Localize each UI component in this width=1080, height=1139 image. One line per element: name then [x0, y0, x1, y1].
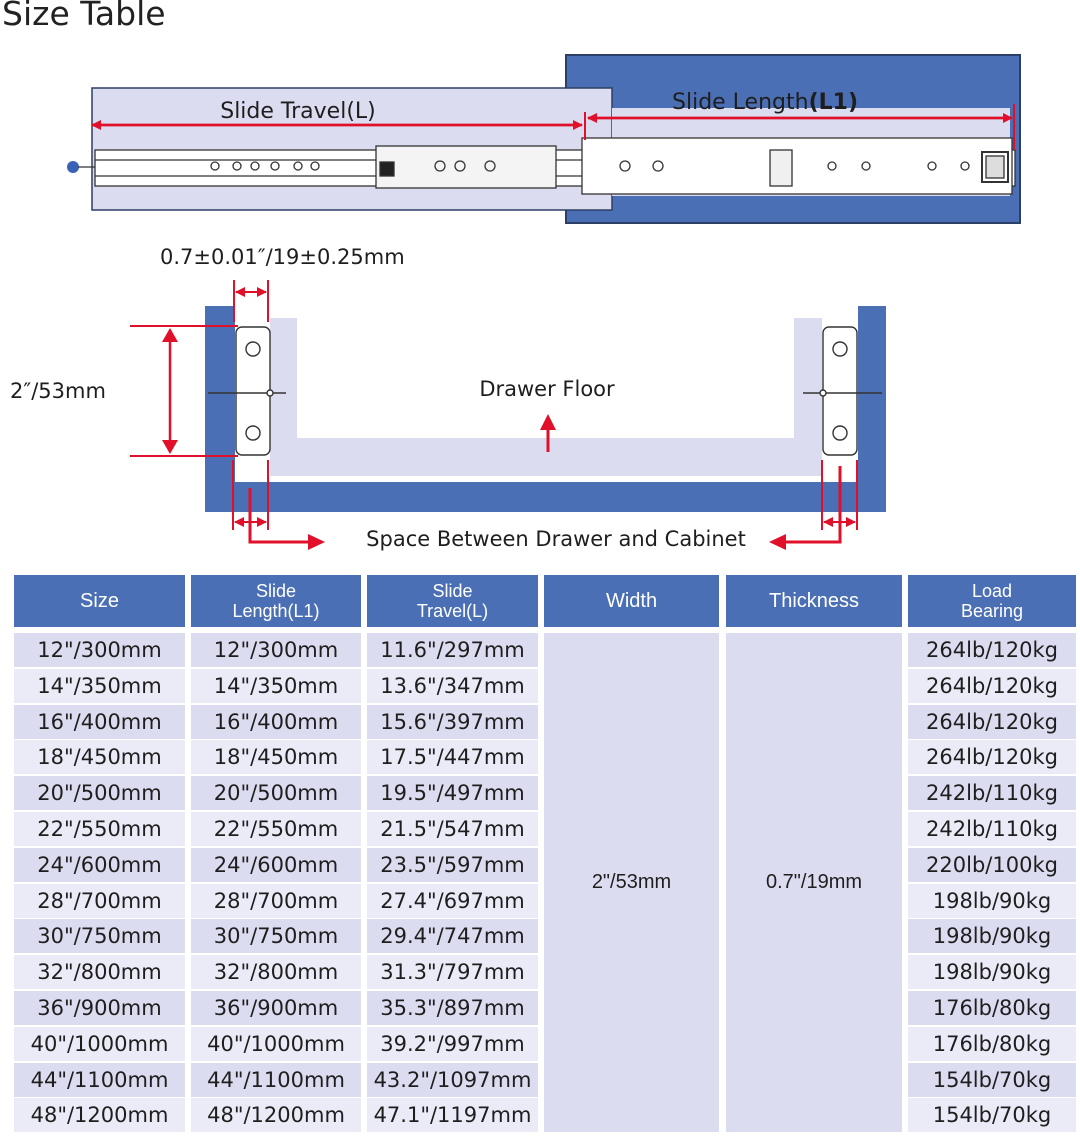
slide-length-cell: 24"/600mm — [191, 847, 361, 882]
height-label: 2″/53mm — [10, 379, 106, 403]
slide-travel-cell: 15.6"/397mm — [367, 704, 538, 739]
load-bearing-cell: 264lb/120kg — [908, 704, 1076, 739]
size-cell: 16"/400mm — [14, 704, 185, 739]
slide-travel-cell: 39.2"/997mm — [367, 1026, 538, 1061]
load-bearing-cell: 198lb/90kg — [908, 883, 1076, 918]
slide-travel-label: Slide Travel(L) — [220, 99, 376, 124]
left-gap-dimension — [232, 460, 325, 550]
left-slide-profile — [208, 326, 286, 456]
slide-rail — [94, 137, 1016, 195]
header-thickness: Thickness — [726, 575, 902, 627]
header-label: Slide — [432, 581, 473, 601]
space-label: Space Between Drawer and Cabinet — [366, 527, 746, 551]
size-cell: 24"/600mm — [14, 847, 185, 882]
height-dimension — [130, 325, 238, 457]
slide-travel-cell: 17.5"/447mm — [367, 740, 538, 775]
thickness-label: 0.7±0.01″/19±0.25mm — [160, 245, 405, 269]
size-cell: 30"/750mm — [14, 919, 185, 954]
load-bearing-cell: 154lb/70kg — [908, 1098, 1076, 1133]
slide-length-cell: 22"/550mm — [191, 812, 361, 846]
cabinet-cross-section — [205, 306, 886, 512]
right-slide-profile — [803, 326, 882, 456]
slide-length-cell: 14"/350mm — [191, 668, 361, 703]
size-cell: 32"/800mm — [14, 955, 185, 990]
load-bearing-cell: 198lb/90kg — [908, 955, 1076, 990]
header-label: Slide — [255, 581, 297, 601]
slide-travel-cell: 21.5"/547mm — [367, 812, 538, 846]
slide-length-cell: 12"/300mm — [191, 633, 361, 667]
size-cell: 28"/700mm — [14, 883, 185, 918]
slide-length-cell: 16"/400mm — [191, 704, 361, 739]
header-label: Travel(L) — [416, 601, 489, 621]
slide-length-cell: 30"/750mm — [191, 919, 361, 954]
slide-travel-cell: 19.5"/497mm — [367, 776, 538, 811]
header-width: Width — [544, 575, 719, 627]
slide-travel-cell: 27.4"/697mm — [367, 883, 538, 918]
slide-length-cell: 44"/1100mm — [191, 1062, 361, 1097]
slide-length-label: Slide Length(L1) — [672, 90, 858, 115]
header-label: Thickness — [768, 589, 860, 612]
slide-end-cap — [67, 161, 79, 173]
page-title: Size Table — [2, 0, 166, 33]
load-bearing-cell: 154lb/70kg — [908, 1062, 1076, 1097]
size-cell: 22"/550mm — [14, 812, 185, 846]
size-cell: 14"/350mm — [14, 668, 185, 703]
load-bearing-cell: 176lb/80kg — [908, 1026, 1076, 1061]
thickness-merged-cell: 0.7"/19mm — [726, 633, 902, 1133]
slide-length-cell: 18"/450mm — [191, 740, 361, 775]
size-cell: 40"/1000mm — [14, 1026, 185, 1061]
header-label: Size — [80, 589, 119, 612]
header-label: Load — [971, 581, 1013, 601]
size-cell: 36"/900mm — [14, 991, 185, 1025]
header-label: Length(L1) — [232, 601, 320, 621]
slide-travel-dimension — [91, 112, 586, 140]
load-bearing-cell: 264lb/120kg — [908, 633, 1076, 667]
size-cell: 44"/1100mm — [14, 1062, 185, 1097]
load-bearing-cell: 264lb/120kg — [908, 740, 1076, 775]
size-cell: 48"/1200mm — [14, 1098, 185, 1133]
slide-length-cell: 40"/1000mm — [191, 1026, 361, 1061]
drawer-floor-arrow — [540, 414, 556, 452]
thickness-dimension — [233, 280, 269, 322]
slide-travel-cell: 11.6"/297mm — [367, 633, 538, 667]
slide-travel-cell: 31.3"/797mm — [367, 955, 538, 990]
load-bearing-cell: 264lb/120kg — [908, 668, 1076, 703]
size-cell: 20"/500mm — [14, 776, 185, 811]
load-bearing-cell: 176lb/80kg — [908, 991, 1076, 1025]
slide-travel-cell: 13.6"/347mm — [367, 668, 538, 703]
header-label: Bearing — [960, 601, 1024, 621]
drawer-floor-label: Drawer Floor — [479, 377, 615, 401]
right-gap-dimension — [769, 460, 858, 550]
size-cell: 18"/450mm — [14, 740, 185, 775]
slide-length-dimension — [587, 104, 1015, 150]
slide-diagram: Slide Travel(L) Slide Length(L1) 0.7±0.0… — [10, 54, 1021, 551]
slide-holes — [210, 160, 970, 172]
load-bearing-cell: 220lb/100kg — [908, 847, 1076, 882]
slide-travel-cell: 47.1"/1197mm — [367, 1098, 538, 1133]
load-bearing-cell: 242lb/110kg — [908, 812, 1076, 846]
header-size: Size — [14, 575, 185, 627]
slide-length-cell: 20"/500mm — [191, 776, 361, 811]
load-bearing-cell: 198lb/90kg — [908, 919, 1076, 954]
header-label: Width — [605, 589, 658, 612]
slide-length-cell: 48"/1200mm — [191, 1098, 361, 1133]
slide-travel-cell: 43.2"/1097mm — [367, 1062, 538, 1097]
slide-length-cell: 36"/900mm — [191, 991, 361, 1025]
slide-length-cell: 28"/700mm — [191, 883, 361, 918]
slide-travel-cell: 29.4"/747mm — [367, 919, 538, 954]
size-cell: 12"/300mm — [14, 633, 185, 667]
load-bearing-cell: 242lb/110kg — [908, 776, 1076, 811]
slide-travel-cell: 23.5"/597mm — [367, 847, 538, 882]
width-merged-cell: 2"/53mm — [544, 633, 719, 1133]
slide-travel-cell: 35.3"/897mm — [367, 991, 538, 1025]
slide-length-cell: 32"/800mm — [191, 955, 361, 990]
drawer-cross-section — [270, 318, 822, 476]
